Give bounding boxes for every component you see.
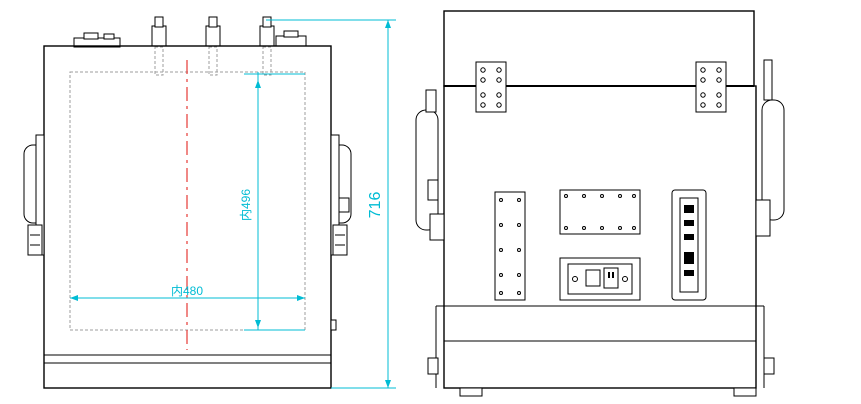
side-handle-right	[755, 59, 785, 237]
inner-height-label: 内496	[239, 189, 253, 221]
power-panel	[559, 257, 641, 301]
hinge-right	[695, 61, 727, 113]
panel-vertical	[494, 191, 526, 301]
inner-width-dimension: 内480	[70, 284, 305, 301]
right-handle	[330, 134, 352, 331]
io-panel	[671, 189, 707, 301]
left-handle	[23, 134, 45, 256]
overall-height-label: 716	[367, 192, 384, 219]
side-body	[443, 85, 757, 389]
hinge-left	[475, 61, 507, 113]
feet	[427, 357, 775, 397]
overall-height-dimension: 716	[266, 19, 396, 389]
side-view	[415, 10, 785, 397]
panel-top-middle	[559, 189, 641, 235]
inner-height-dimension: 内496	[239, 72, 305, 331]
front-view: 内480 内496 716	[23, 16, 396, 389]
side-handle-left	[415, 89, 445, 241]
inner-width-label: 内480	[171, 284, 203, 298]
